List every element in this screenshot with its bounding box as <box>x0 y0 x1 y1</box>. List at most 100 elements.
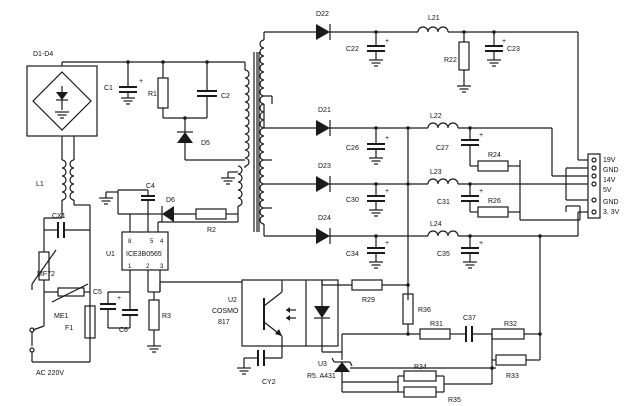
svg-text:+: + <box>479 240 483 247</box>
diode-d24: D24 <box>316 215 331 244</box>
c2-label: C2 <box>221 93 230 100</box>
u1-pin-4: 4 <box>160 239 164 245</box>
r36-label: R36 <box>418 307 431 314</box>
capacitor-c4: C4 <box>117 183 155 214</box>
output-19v: 19V <box>603 157 616 164</box>
svg-text:+: + <box>385 240 389 247</box>
l23-label: L23 <box>430 169 442 176</box>
diode-d22: D22 <box>316 11 331 40</box>
optocoupler-u2: U2 COSMO 817 <box>212 279 339 347</box>
output-14v: 14V <box>603 177 616 184</box>
l21-label: L21 <box>428 15 440 22</box>
c30-label: C30 <box>346 197 359 204</box>
diode-d23: D23 <box>316 163 331 192</box>
fuse-f1: F1 <box>65 305 96 339</box>
f1-label: F1 <box>65 325 73 332</box>
output-gnd-2: GND <box>603 199 619 206</box>
u3-ref-label: U3 <box>318 361 327 368</box>
resistor-r22: R22 <box>444 32 472 93</box>
u1-pin-1: 1 <box>128 264 132 270</box>
c37-label: C37 <box>463 315 476 322</box>
c4-label: C4 <box>146 183 155 190</box>
r26-label: R26 <box>488 198 501 205</box>
r24-label: R24 <box>488 152 501 159</box>
r22-label: R22 <box>444 57 457 64</box>
svg-text:+: + <box>139 78 143 85</box>
c35-label: C35 <box>437 251 450 258</box>
resistor-r2: R2 <box>195 208 238 234</box>
u1-ref-label: U1 <box>106 251 115 258</box>
c26-label: C26 <box>346 145 359 152</box>
r32-label: R32 <box>504 321 517 328</box>
transformer-secondary <box>259 31 316 237</box>
capacitor-c5: C5 + <box>93 289 130 328</box>
svg-text:+: + <box>385 38 389 45</box>
u1-pin-3: 3 <box>160 264 164 270</box>
capacitor-cx1: CX1 <box>44 213 90 238</box>
resistor-r31: R31 <box>419 321 451 340</box>
output-5v: 5V <box>603 187 612 194</box>
svg-text:+: + <box>502 38 506 45</box>
c5-label: C5 <box>93 289 102 296</box>
capacitor-c35: C35 + <box>437 236 483 269</box>
me1-label: ME1 <box>54 313 69 320</box>
resistor-r24: R24 <box>477 152 520 172</box>
capacitor-c2: C2 <box>197 62 230 118</box>
r33-label: R33 <box>506 373 519 380</box>
diode-d21: D21 <box>316 107 331 136</box>
cy2-label: CY2 <box>262 379 276 386</box>
d21-label: D21 <box>318 107 331 114</box>
capacitor-c23: C23 + <box>485 32 520 67</box>
inductor-l22: L22 <box>427 113 459 129</box>
r29-label: R29 <box>362 297 375 304</box>
r2-label: R2 <box>207 227 216 234</box>
capacitor-c37: C37 <box>463 315 476 342</box>
u2-part-line1: COSMO <box>212 308 239 315</box>
resistor-r26: R26 <box>477 198 520 218</box>
d22-label: D22 <box>316 11 329 18</box>
u2-ref-label: U2 <box>228 297 237 304</box>
capacitor-c30: C30 + <box>346 184 389 217</box>
svg-text:+: + <box>479 132 483 139</box>
resistor-r34: R34 <box>398 364 444 382</box>
resistor-r33: R33 <box>492 354 540 380</box>
cx1-label: CX1 <box>52 213 66 220</box>
resistor-r32: R32 <box>491 321 540 340</box>
capacitor-c22: C22 + <box>346 32 389 67</box>
capacitor-c6: C6 <box>119 292 138 334</box>
diode-d6: D6 <box>148 197 196 222</box>
c6-label: C6 <box>119 327 128 334</box>
d5-label: D5 <box>201 140 210 147</box>
controller-u1: 8 5 4 1 2 3 ICE3B0565 U1 <box>106 231 169 271</box>
d6-label: D6 <box>166 197 175 204</box>
capacitor-c27: C27 + <box>436 128 483 166</box>
capacitor-cy2: CY2 <box>236 346 283 386</box>
c23-label: C23 <box>507 46 520 53</box>
transformer-primary <box>220 62 250 215</box>
d24-label: D24 <box>318 215 331 222</box>
r35-label: R35 <box>448 397 461 404</box>
u1-pin-2: 2 <box>146 264 150 270</box>
r3-label: R3 <box>162 313 171 320</box>
resistor-r1: R1 <box>148 62 169 118</box>
u2-part-line2: 817 <box>218 319 230 326</box>
inductor-l23: L23 <box>427 169 459 185</box>
l24-label: L24 <box>430 221 442 228</box>
inductor-l1: L1 <box>36 136 75 218</box>
l1-label: L1 <box>36 181 44 188</box>
capacitor-c26: C26 + <box>346 128 389 165</box>
r31-label: R31 <box>430 321 443 328</box>
resistor-r3: R3 <box>146 292 171 353</box>
shunt-regulator-u3: U3 R5. A431 <box>307 352 492 392</box>
r1-label: R1 <box>148 91 157 98</box>
output-connector: 19V GND 14V 5V GND 3. 3V <box>587 153 620 219</box>
transformer-core <box>253 52 260 232</box>
c31-label: C31 <box>437 199 450 206</box>
ac-input-label: AC 220V <box>36 370 64 377</box>
c22-label: C22 <box>346 46 359 53</box>
bridge-label: D1-D4 <box>33 51 53 58</box>
diode-d5: D5 <box>177 118 210 160</box>
varistor-me1: ME1 <box>51 283 89 320</box>
resistor-r29: R29 <box>321 279 408 304</box>
